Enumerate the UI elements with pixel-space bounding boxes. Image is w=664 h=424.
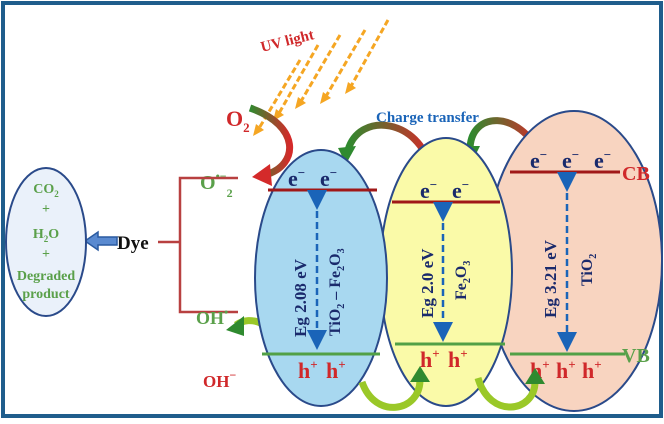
uv-ray [276,44,320,116]
eg-label-1: Eg 2.08 eV [291,258,310,337]
hole: h+ [582,357,602,383]
charge-transfer-arrow-1-head [338,146,356,164]
hole-transfer-arrow-1-head [410,366,430,382]
electron: e− [530,147,547,173]
svg-text:CO2: CO2 [33,182,59,199]
electron: e− [288,165,305,191]
hole: h+ [448,346,468,372]
material-label-3: TiO2 [579,254,599,286]
hole-transfer-arrow-1 [358,379,424,411]
eg-label-2: Eg 2.0 eV [418,248,437,318]
material-label-1: TiO2 – Fe2O3 [327,248,347,336]
cb-label: CB [622,163,650,185]
uv-ray [348,19,390,89]
hydroxyl-radical-label: OH• [196,305,228,328]
svg-text:H2O: H2O [33,227,59,244]
hole: h+ [326,357,346,383]
svg-text:Degraded: Degraded [17,269,76,284]
svg-text:+: + [42,247,50,262]
eg-label-3: Eg 3.21 eV [541,239,560,318]
hole-oxidation-arrow-head [226,316,244,336]
electron: e− [452,177,469,203]
vb-label: VB [622,345,650,367]
hydroxide-label: OH− [203,368,236,391]
dye-to-products-arrow [83,230,118,252]
hole: h+ [556,357,576,383]
o2-reduction-arrow-head [252,164,272,186]
products-text: CO2 + H2O + Degraded product [17,182,76,302]
products-ellipse [5,167,87,317]
electrons: e− e− e− e− e− e− e− [288,147,611,203]
uv-ray [323,29,367,99]
o2-reduction-arrow [248,104,293,179]
electron: e− [594,147,611,173]
hole-transfer-arrow-2-head [525,368,545,384]
material-label-2: Fe2O3 [453,261,473,300]
electron: e− [420,177,437,203]
fe2o3-ellipse [379,137,513,407]
electron: e− [320,165,337,191]
dye-bracket [178,176,238,314]
uv-ray [298,34,342,104]
svg-text:+: + [42,202,50,217]
charge-transfer-label: Charge transfer [376,110,479,126]
o2-label: O2 [226,106,250,135]
hole: h+ [298,357,318,383]
hole: h+ [420,346,440,372]
hole-transfer-arrow-2 [474,376,539,411]
electron: e− [562,147,579,173]
svg-text:product: product [22,287,70,302]
dye-label: Dye [117,233,149,254]
